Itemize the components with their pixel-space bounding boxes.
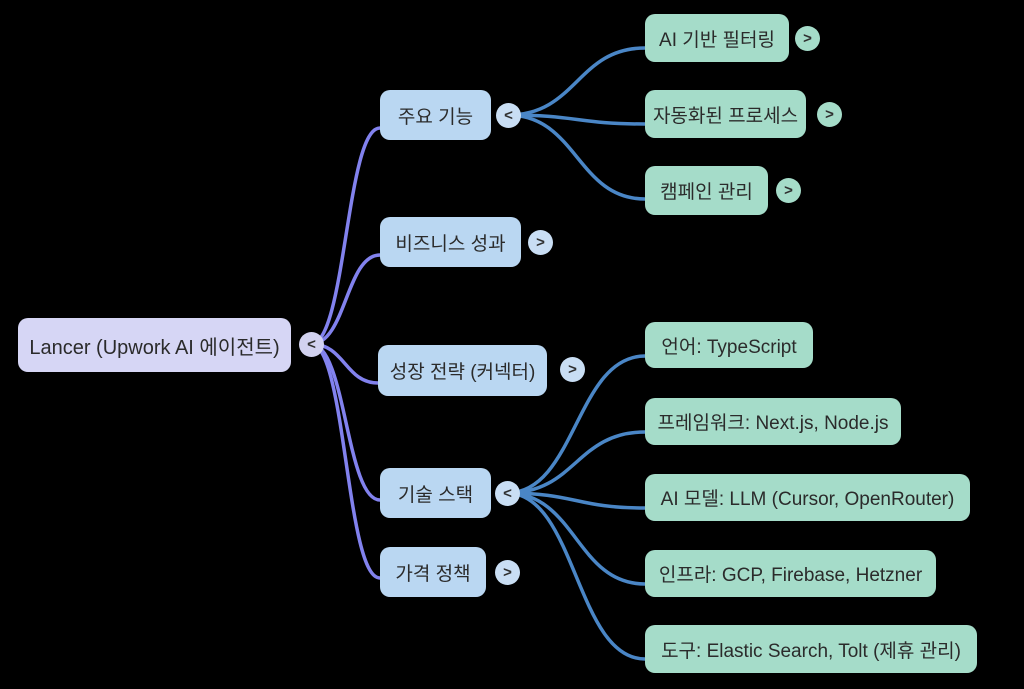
node-ai-model-llm[interactable]: AI 모델: LLM (Cursor, OpenRouter): [645, 474, 970, 521]
link-root-tech: [309, 342, 382, 502]
link-features-automation: [506, 113, 647, 126]
collapse-toggle-main-features[interactable]: <: [496, 103, 521, 128]
node-infra-gcp-firebase-hetzner[interactable]: 인프라: GCP, Firebase, Hetzner: [645, 550, 936, 597]
expand-toggle-automated-process[interactable]: >: [817, 102, 842, 127]
node-pricing-policy[interactable]: 가격 정책: [380, 547, 486, 597]
node-main-features[interactable]: 주요 기능: [380, 90, 491, 140]
link-root-features: [309, 126, 382, 346]
link-features-campaign: [506, 113, 647, 201]
node-growth-strategy[interactable]: 성장 전략 (커넥터): [378, 345, 547, 396]
expand-toggle-campaign-management[interactable]: >: [776, 178, 801, 203]
expand-toggle-business-results[interactable]: >: [528, 230, 553, 255]
expand-toggle-growth-strategy[interactable]: >: [560, 357, 585, 382]
link-tech-tools: [505, 491, 647, 661]
expand-toggle-ai-filtering[interactable]: >: [795, 26, 820, 51]
link-features-filtering: [506, 46, 647, 117]
node-tools-elastic-tolt[interactable]: 도구: Elastic Search, Tolt (제휴 관리): [645, 625, 977, 673]
node-business-results[interactable]: 비즈니스 성과: [380, 217, 521, 267]
link-tech-aimodel: [505, 491, 647, 510]
node-tech-stack[interactable]: 기술 스택: [380, 468, 491, 518]
link-root-price: [309, 342, 382, 580]
node-language-typescript[interactable]: 언어: TypeScript: [645, 322, 813, 368]
link-tech-language: [505, 354, 647, 495]
collapse-toggle-root[interactable]: <: [299, 332, 324, 357]
node-ai-filtering[interactable]: AI 기반 필터링: [645, 14, 789, 62]
expand-toggle-pricing-policy[interactable]: >: [495, 560, 520, 585]
node-root-lancer[interactable]: Lancer (Upwork AI 에이전트): [18, 318, 291, 372]
node-campaign-management[interactable]: 캠페인 관리: [645, 166, 768, 215]
link-root-business: [309, 253, 382, 346]
node-automated-process[interactable]: 자동화된 프로세스: [645, 90, 806, 138]
link-tech-framework: [505, 430, 647, 495]
node-framework-nextjs-nodejs[interactable]: 프레임워크: Next.js, Node.js: [645, 398, 901, 445]
link-tech-infra: [505, 491, 647, 586]
collapse-toggle-tech-stack[interactable]: <: [495, 481, 520, 506]
